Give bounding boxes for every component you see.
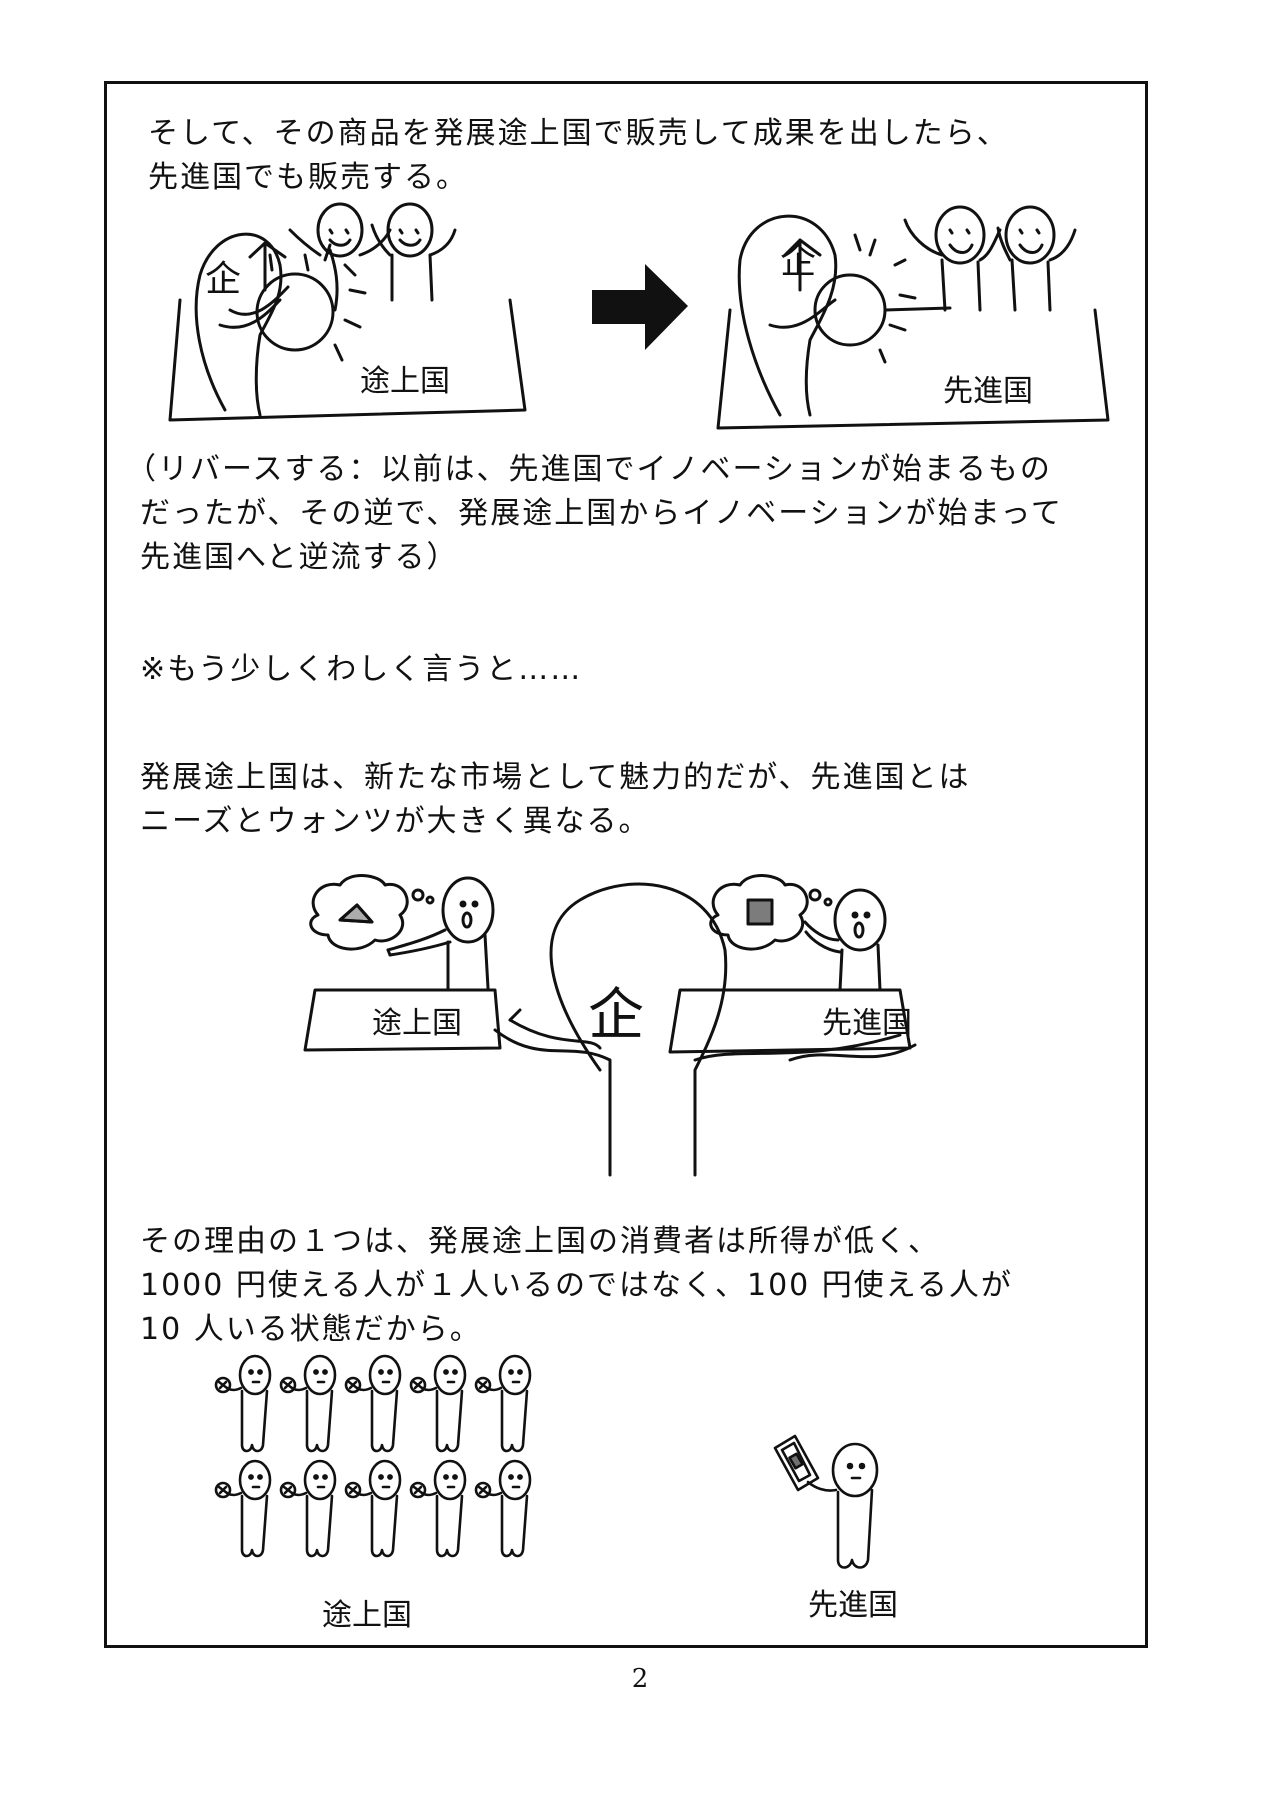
consumer-figure [344, 1354, 402, 1453]
company-glyph-3: 企 [588, 983, 644, 1048]
company-glyph-2: 企 [780, 241, 817, 282]
paragraph-4-line-2: ニーズとウォンツが大きく異なる。 [140, 804, 651, 839]
label-developed-3: 先進国 [808, 1588, 898, 1623]
paragraph-2-line-2: だったが、その逆で、発展途上国からイノベーションが始まって [140, 496, 1063, 531]
consumer-figure [344, 1459, 402, 1558]
label-developing-3: 途上国 [322, 1598, 412, 1633]
consumer-figure [409, 1354, 467, 1453]
illustration-developing-sale [168, 202, 527, 422]
page-number: 2 [631, 1664, 649, 1694]
company-glyph-1: 企 [205, 259, 242, 300]
illustration-one-consumer [773, 1434, 879, 1569]
paragraph-5-line-3: 10 人いる状態だから。 [140, 1312, 482, 1347]
paragraph-4-line-1: 発展途上国は、新たな市場として魅力的だが、先進国とは [140, 760, 971, 795]
paragraph-1-line-2: 先進国でも販売する。 [148, 160, 468, 195]
consumer-figure [474, 1459, 532, 1558]
page-frame [104, 81, 1148, 1648]
illustration-developed-sale [716, 205, 1110, 430]
paragraph-5-line-1: その理由の１つは、発展途上国の消費者は所得が低く、 [140, 1224, 940, 1259]
label-developing-2: 途上国 [372, 1006, 462, 1041]
illustration-ten-consumers [214, 1354, 532, 1558]
consumer-figure [214, 1459, 272, 1558]
label-developing-1: 途上国 [360, 364, 450, 399]
consumer-figure [409, 1459, 467, 1558]
paragraph-5-line-2: 1000 円使える人が１人いるのではなく、100 円使える人が [140, 1268, 1013, 1303]
label-developed-2: 先進国 [822, 1006, 912, 1041]
paragraph-3-line-1: ※もう少しくわしく言うと…… [140, 652, 583, 687]
illustration-different-needs [303, 874, 917, 1177]
paragraph-2-line-3: 先進国へと逆流する） [140, 540, 459, 575]
paragraph-2-line-1: （リバースする：以前は、先進国でイノベーションが始まるもの [126, 452, 1052, 487]
paragraph-1-line-1: そして、その商品を発展途上国で販売して成果を出したら、 [148, 116, 1009, 151]
consumer-figure [214, 1354, 272, 1453]
arrow-right-icon [592, 264, 688, 350]
consumer-figure [279, 1459, 337, 1558]
consumer-figure [279, 1354, 337, 1453]
consumer-figure [474, 1354, 532, 1453]
label-developed-1: 先進国 [943, 374, 1033, 409]
